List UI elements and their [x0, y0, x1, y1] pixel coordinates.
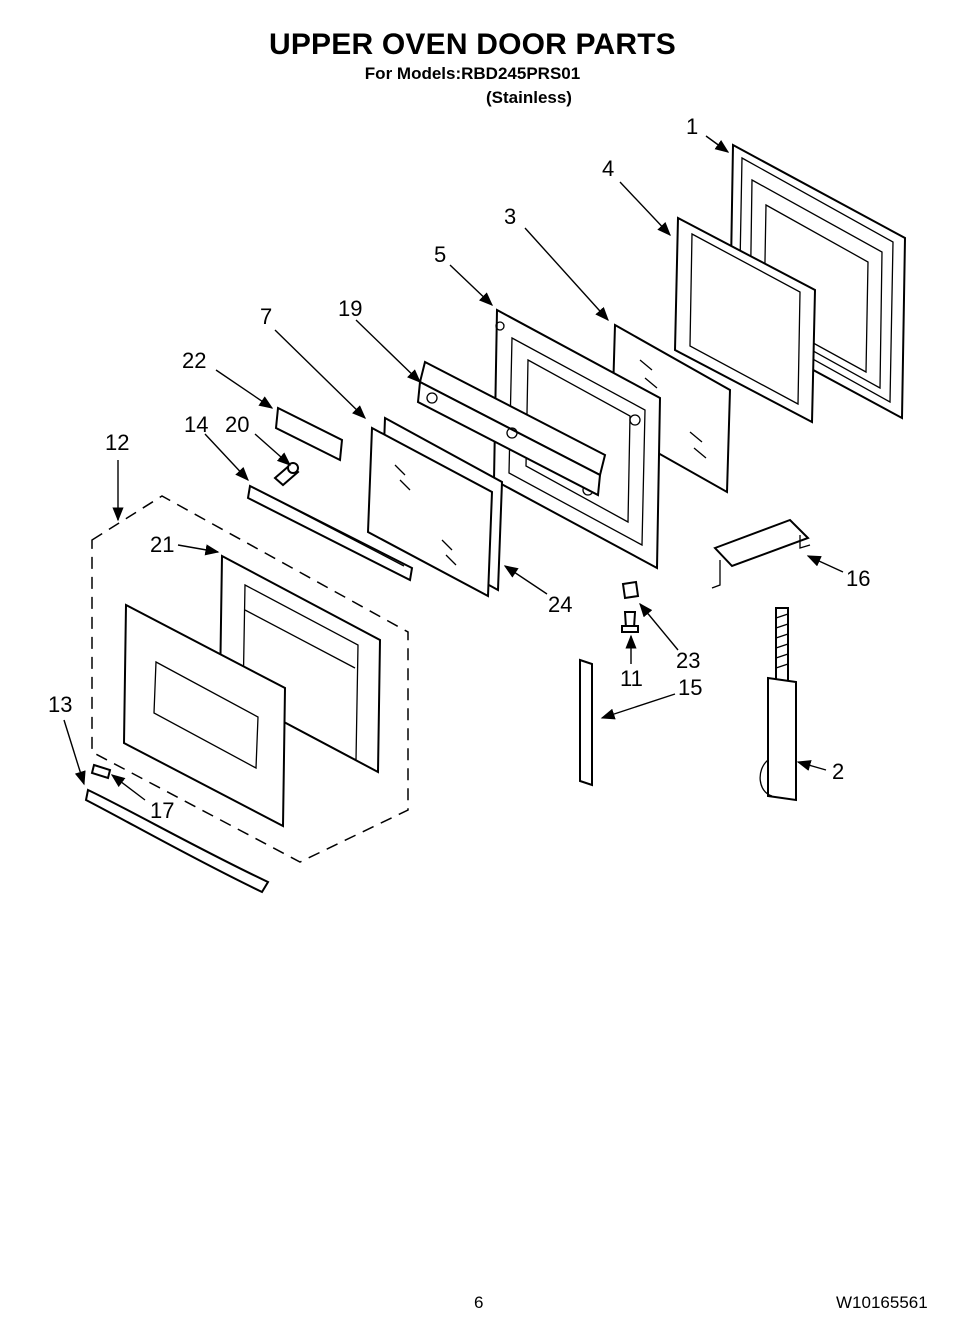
callout-13: 13 — [48, 692, 72, 717]
callout-24: 24 — [548, 592, 572, 617]
part-small-bracket — [274, 406, 344, 462]
callout-4: 4 — [602, 156, 614, 181]
part-clip — [621, 580, 640, 600]
part-heat-shield — [416, 360, 607, 497]
callout-16: 16 — [846, 566, 870, 591]
part-hinge — [759, 607, 797, 802]
callout-15: 15 — [678, 675, 702, 700]
leader-lines — [63, 135, 844, 801]
callout-17: 17 — [150, 798, 174, 823]
part-vertical-channel — [579, 658, 593, 787]
part-door-liner — [218, 554, 382, 774]
part-outer-door-panel — [122, 603, 287, 828]
part-gasket-frame — [673, 216, 817, 424]
part-handle — [84, 788, 270, 894]
callout-12: 12 — [105, 430, 129, 455]
callout-14: 14 — [184, 412, 208, 437]
document-number: W10165561 — [836, 1293, 928, 1312]
part-screw — [273, 462, 300, 487]
callout-20: 20 — [225, 412, 249, 437]
page-number: 6 — [474, 1293, 484, 1312]
part-glass-pack — [366, 416, 504, 598]
callout-3: 3 — [504, 204, 516, 229]
part-hinge-bracket — [711, 518, 811, 589]
callout-19: 19 — [338, 296, 362, 321]
callout-21: 21 — [150, 532, 174, 557]
callout-11: 11 — [620, 666, 643, 691]
callout-7: 7 — [260, 304, 272, 329]
part-end-cap — [90, 763, 112, 780]
models-line: For Models:RBD245PRS01 — [364, 64, 581, 83]
callout-1: 1 — [686, 114, 698, 139]
callout-22: 22 — [182, 348, 206, 373]
variant-label: (Stainless) — [486, 88, 572, 107]
callout-5: 5 — [434, 242, 446, 267]
callout-23: 23 — [676, 648, 700, 673]
part-long-rail — [246, 484, 414, 582]
part-outer-door-assembly — [91, 495, 409, 863]
part-small-screw — [621, 611, 639, 633]
callout-2: 2 — [832, 759, 844, 784]
page-title: UPPER OVEN DOOR PARTS — [268, 28, 677, 61]
